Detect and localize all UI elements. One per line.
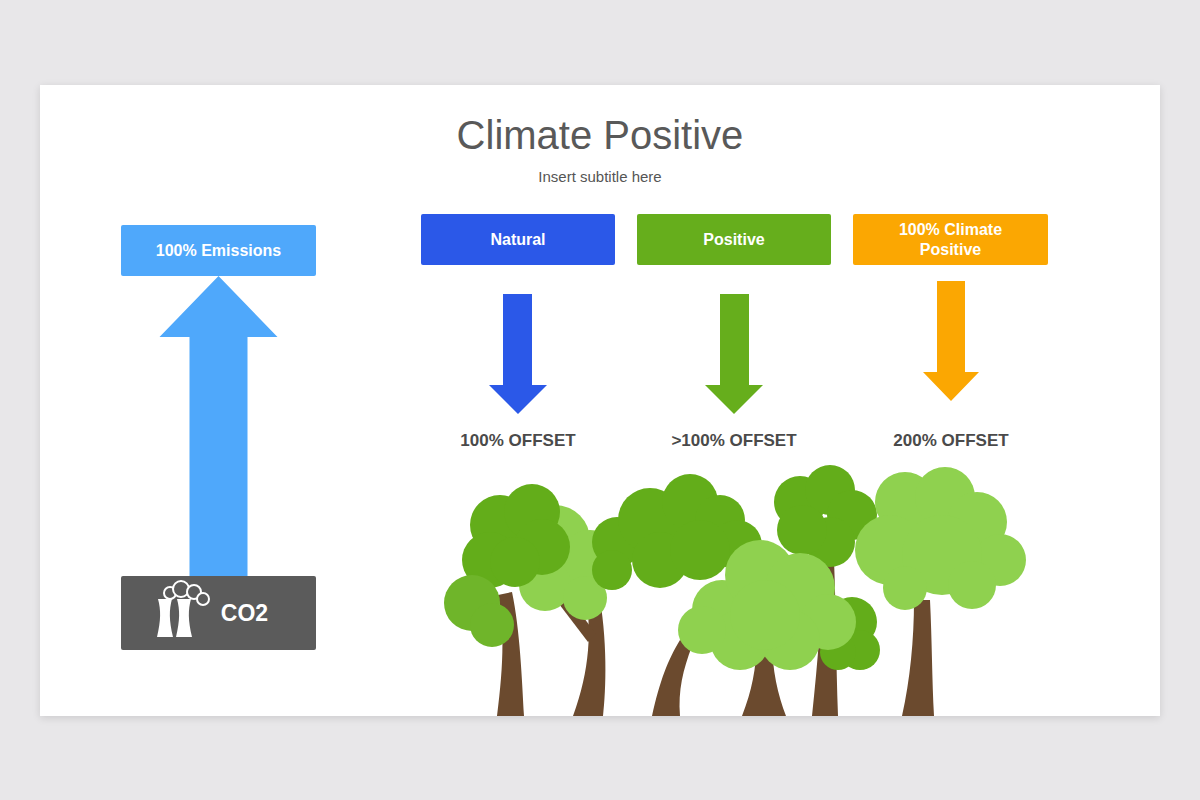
box-text: CO2 — [221, 599, 268, 628]
process-box: CO2 — [121, 576, 316, 650]
process-box: 100% Climate Positive — [853, 214, 1048, 265]
block-arrow — [160, 276, 278, 576]
tree-trunks — [497, 560, 934, 716]
process-box: Positive — [637, 214, 831, 265]
smoke-puff — [187, 585, 201, 599]
down-arrow — [705, 294, 763, 414]
offset-label: 100% OFFSET — [408, 430, 628, 452]
tree-trunk — [902, 600, 934, 716]
leaf-blob — [948, 561, 996, 609]
smoke-puff — [173, 581, 189, 597]
tree-canopy — [678, 540, 856, 670]
process-box: 100% Emissions — [121, 225, 316, 276]
tree-canopy — [444, 484, 570, 647]
subtitle: Insert subtitle here — [400, 168, 800, 186]
offset-label: >100% OFFSET — [624, 430, 844, 452]
leaf-blob — [470, 603, 514, 647]
leaf-blob — [777, 505, 827, 555]
smoke-puff — [197, 593, 209, 605]
box-text: 100% Emissions — [156, 241, 281, 261]
down-arrow — [923, 281, 979, 401]
offset-label: 200% OFFSET — [841, 430, 1061, 452]
cooling-tower — [157, 599, 173, 637]
leaf-blob — [490, 537, 540, 587]
down-arrow — [489, 294, 547, 414]
box-text: 100% Climate Positive — [889, 220, 1012, 260]
leaf-blob — [883, 566, 927, 610]
cooling-tower — [176, 599, 192, 637]
tree-canopy — [855, 467, 1026, 610]
slide-title: Climate Positive — [250, 110, 950, 160]
leaf-blob — [670, 520, 730, 580]
smoke — [164, 581, 209, 605]
leaf-blob — [592, 550, 632, 590]
box-text: Positive — [703, 230, 764, 250]
leaf-blob — [730, 580, 800, 650]
tree-trunk — [652, 640, 692, 716]
process-box: Natural — [421, 214, 615, 265]
box-text: Natural — [490, 230, 545, 250]
leaf-blob — [678, 606, 726, 654]
smoke-puff — [164, 587, 176, 599]
